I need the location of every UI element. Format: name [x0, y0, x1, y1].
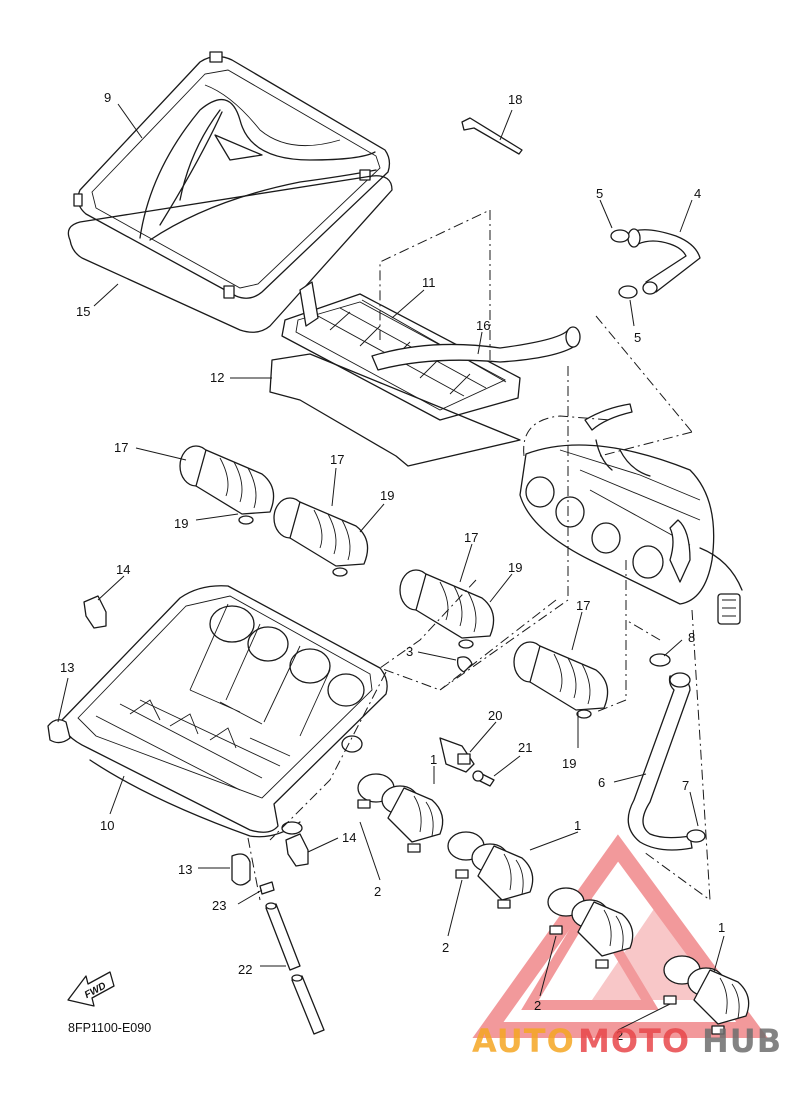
label-13b: 13: [178, 862, 192, 877]
hose-clip-upper: [610, 229, 638, 299]
air-box-case: [61, 585, 388, 838]
leader-lines: [57, 103, 725, 1031]
label-1b: 1: [574, 818, 581, 833]
label-21: 21: [518, 740, 532, 755]
label-16: 16: [476, 318, 490, 333]
label-2a: 2: [374, 884, 381, 899]
label-19a: 19: [174, 516, 188, 531]
clip-23: [259, 881, 275, 895]
joint-1c: [547, 887, 634, 969]
label-22: 22: [238, 962, 252, 977]
label-14a: 14: [116, 562, 130, 577]
label-1a: 1: [430, 752, 437, 767]
label-17d: 17: [576, 598, 590, 613]
damper-14-upper: [83, 595, 107, 629]
joint-1d: [663, 955, 750, 1035]
label-9: 9: [104, 90, 111, 105]
label-13a: 13: [60, 660, 74, 675]
pipe-22: [265, 902, 325, 1035]
routing-lines: [247, 209, 711, 902]
watermark-moto: MOTO: [578, 1022, 690, 1060]
part-number-labels: 9 15 18 5 4 5 11 16 12 17 19 17 19 17 19…: [60, 90, 725, 1043]
label-17b: 17: [330, 452, 344, 467]
clamp-7: [686, 829, 706, 843]
bolt-21: [472, 770, 495, 787]
throttle-body-assembly: [519, 403, 743, 625]
label-10: 10: [100, 818, 114, 833]
joint-1b: [447, 831, 534, 909]
clip-3: [456, 656, 473, 673]
upper-hose: [627, 228, 701, 295]
funnel-1: [179, 445, 275, 525]
damper-14-lower: [285, 833, 309, 867]
label-14b: 14: [342, 830, 356, 845]
clamp-13-upper: [47, 719, 71, 744]
label-1c: 1: [718, 920, 725, 935]
label-17a: 17: [114, 440, 128, 455]
label-2c: 2: [534, 998, 541, 1013]
clamp-8: [649, 653, 671, 667]
watermark-auto: AUTO: [472, 1022, 575, 1060]
clamp-13-lower: [231, 853, 251, 886]
diagram-code: 8FP1100-E090: [68, 1021, 151, 1035]
air-box-cover: [73, 51, 391, 299]
label-15: 15: [76, 304, 90, 319]
label-7: 7: [682, 778, 689, 793]
label-19b: 19: [380, 488, 394, 503]
label-5b: 5: [634, 330, 641, 345]
label-19c: 19: [508, 560, 522, 575]
sensor-20: [439, 737, 475, 773]
cable-tie: [461, 117, 523, 155]
label-23: 23: [212, 898, 226, 913]
cover-seal: [67, 175, 393, 333]
breather-hose: [371, 326, 581, 371]
label-18: 18: [508, 92, 522, 107]
label-6: 6: [598, 775, 605, 790]
label-2b: 2: [442, 940, 449, 955]
label-3: 3: [406, 644, 413, 659]
label-17c: 17: [464, 530, 478, 545]
label-20: 20: [488, 708, 502, 723]
label-4: 4: [694, 186, 701, 201]
label-8: 8: [688, 630, 695, 645]
cover-plate: [269, 353, 521, 467]
joint-1a: [357, 773, 444, 853]
funnel-2: [273, 497, 369, 577]
funnel-3: [399, 569, 495, 649]
watermark-hub: HUB: [702, 1022, 782, 1060]
drain-hose-6: [627, 672, 693, 851]
label-5a: 5: [596, 186, 603, 201]
fwd-arrow: FWD: [67, 971, 115, 1007]
label-12: 12: [210, 370, 224, 385]
label-2d: 2: [616, 1028, 623, 1043]
label-11: 11: [422, 275, 436, 290]
watermark-text: AUTO MOTO HUB: [472, 1022, 782, 1060]
label-19d: 19: [562, 756, 576, 771]
funnel-4: [513, 641, 609, 719]
